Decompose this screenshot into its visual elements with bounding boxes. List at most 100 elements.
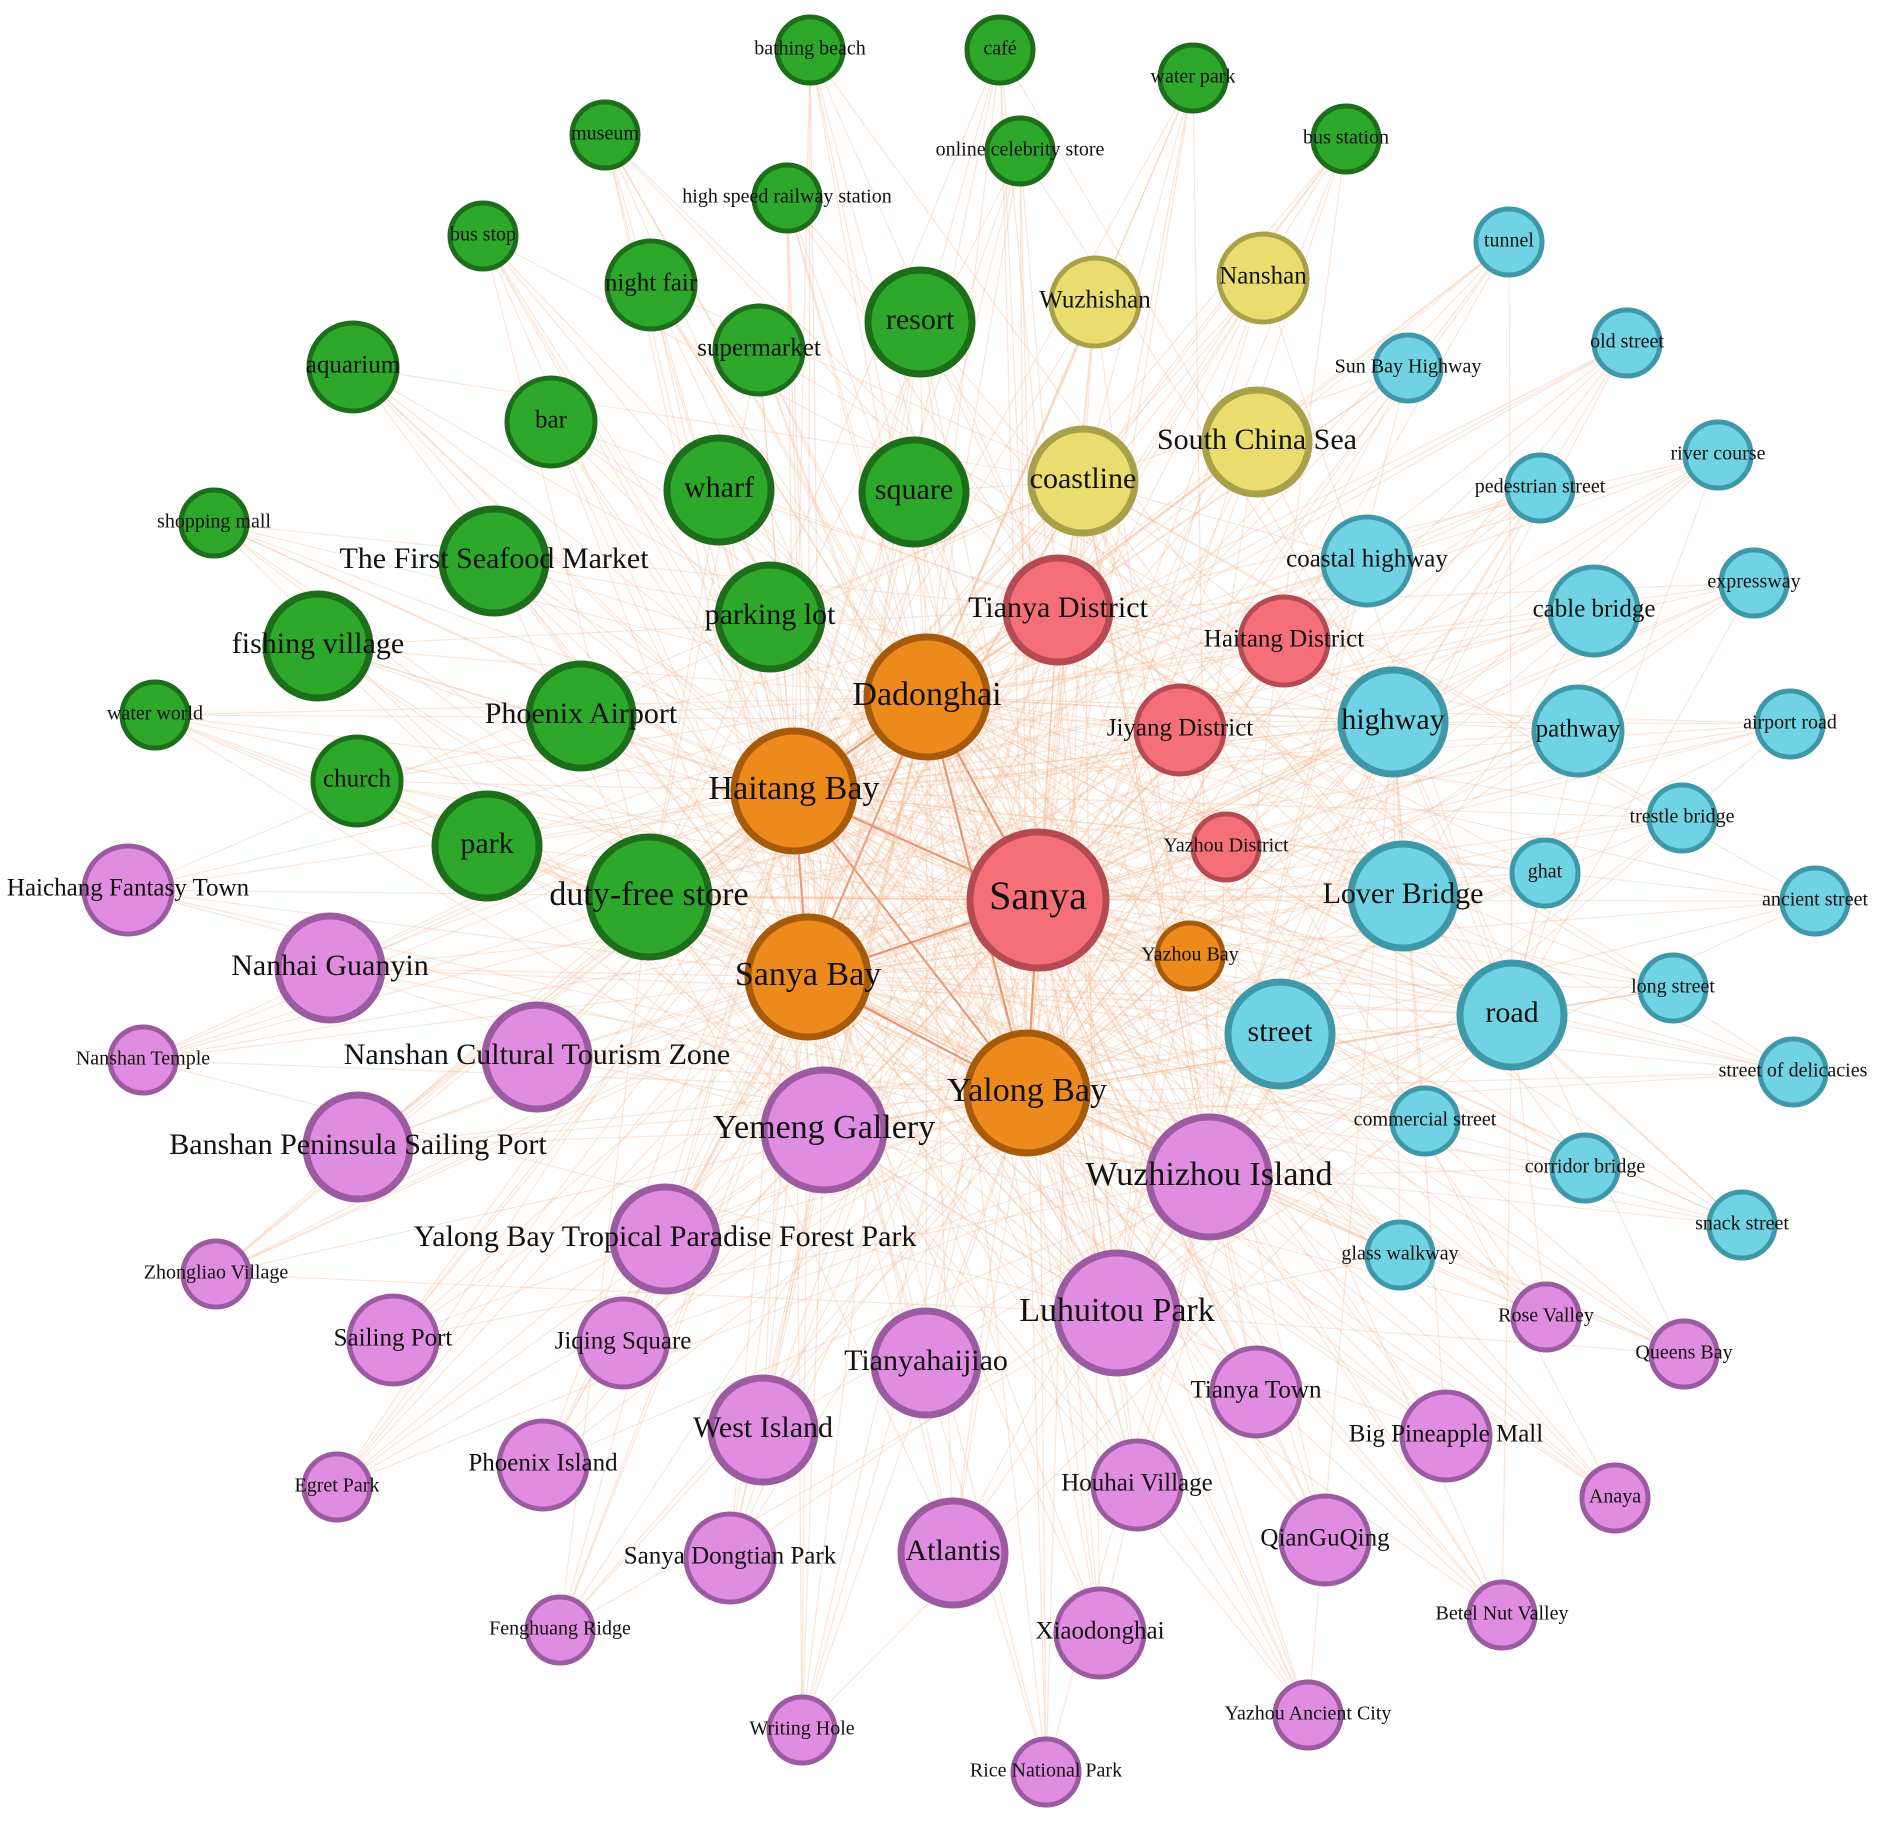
node-circle: [1278, 1493, 1372, 1587]
node-label: coastal highway: [1286, 546, 1448, 573]
edge-river_course-yemeng_gallery: [823, 454, 1719, 1131]
node-anaya: Anaya: [1579, 1462, 1651, 1534]
edge-nanshan_cultural_zone-dadonghai: [536, 696, 928, 1058]
node-label: supermarket: [697, 335, 821, 362]
node-street-of-delicacies: street of delicacies: [1719, 1036, 1868, 1108]
node-online-celebrity-store: online celebrity store: [936, 115, 1105, 187]
node-label: shopping mall: [157, 511, 271, 533]
edge-lover_bridge-yalong_bay: [1026, 895, 1404, 1094]
node-circle: [1027, 425, 1139, 537]
node-nanhai-guanyin: Nanhai Guanyin: [231, 912, 429, 1024]
node-label: Atlantis: [906, 1534, 1001, 1567]
edge-yazhou_district-coastline: [1082, 480, 1227, 848]
edge-cable_bridge-yalong_bay: [1026, 610, 1595, 1094]
edge-online_celebrity_store-duty_free_store: [648, 150, 1021, 898]
edge-houhai_village-duty_free_store: [648, 896, 1138, 1486]
node-circle: [310, 734, 404, 828]
node-label: Yalong Bay: [947, 1072, 1107, 1109]
edge-park-highway: [486, 721, 1394, 847]
edge-bus_stop-duty_free_store: [482, 235, 650, 898]
edge-rose_valley-sanya: [1037, 899, 1547, 1318]
edge-fenghuang_ridge-duty_free_store: [559, 896, 650, 1631]
edge-bus_stop-haitang_bay: [482, 235, 795, 792]
node-parking-lot: parking lot: [705, 561, 836, 673]
edge-anaya-yalong_bay: [1026, 1092, 1616, 1499]
edge-museum-dadonghai: [604, 134, 928, 698]
node-expressway: expressway: [1707, 547, 1801, 619]
node-circle: [1320, 514, 1414, 608]
node-label: Xiaodonghai: [1035, 1618, 1164, 1645]
edge-water_world-duty_free_store: [154, 714, 650, 898]
node-label: Houhai Village: [1061, 1470, 1212, 1497]
node-label: corridor bridge: [1525, 1156, 1646, 1178]
node-egret-park: Egret Park: [295, 1451, 379, 1523]
node-circle: [864, 266, 976, 378]
node-label: Betel Nut Valley: [1436, 1603, 1569, 1625]
edge-water_park-dadonghai: [926, 77, 1194, 698]
edge-river_course-sanya_bay: [807, 454, 1719, 978]
node-coastal-highway: coastal highway: [1286, 514, 1448, 608]
edge-high_speed_railway_station-tianya_district: [786, 197, 1059, 611]
edge-highway-coastline: [1082, 480, 1394, 723]
edge-fenghuang_ridge-sanya_bay: [559, 976, 809, 1631]
edge-south_china_sea-sanya: [1037, 441, 1258, 901]
node-sanya-bay: Sanya Bay: [735, 913, 881, 1041]
edge-south_china_sea-yalong_bay: [1026, 441, 1258, 1094]
node-circle: [431, 790, 543, 902]
node-label: old street: [1590, 331, 1664, 353]
edge-fenghuang_ridge-luhuitou_park: [559, 1312, 1118, 1631]
edge-glass_walkway-sanya: [1037, 899, 1401, 1256]
edge-rice_national_park-yalong_bay: [1026, 1092, 1047, 1773]
node-circle: [1466, 1579, 1538, 1651]
edge-houhai_village-highway: [1136, 721, 1394, 1486]
edge-ancient_street-sanya_bay: [807, 900, 1816, 978]
edge-street-sanya_bay: [807, 976, 1281, 1035]
edge-shopping_mall-road: [213, 522, 1513, 1016]
edge-highway-haitang_bay: [793, 721, 1394, 792]
node-airport-road: airport road: [1743, 688, 1837, 760]
edge-luhuitou_park-sanya_bay: [807, 976, 1118, 1314]
edge-fishing_village-tianya_district: [317, 609, 1059, 647]
node-long-street: long street: [1631, 952, 1715, 1024]
edge-nanshan_temple-sanya_bay: [142, 976, 809, 1061]
edge-highway-yalong_bay: [1026, 721, 1394, 1094]
node-label: cable bridge: [1533, 596, 1656, 623]
edge-fenghuang_ridge-highway: [559, 721, 1394, 1631]
edge-jiyang_district-duty_free_store: [648, 729, 1181, 898]
node-circle: [751, 162, 823, 234]
edge-yazhou_ancient_city-duty_free_store: [648, 896, 1309, 1716]
edge-road-sanya_bay: [807, 976, 1513, 1016]
edge-atlantis-yalong_bay: [952, 1092, 1028, 1554]
edge-church-road: [356, 780, 1513, 1016]
edge-big_pineapple_mall-yalong_bay: [1026, 1092, 1447, 1437]
edge-coastal_highway-dadonghai: [926, 560, 1368, 698]
edge-yazhou_ancient_city-luhuitou_park: [1116, 1312, 1309, 1716]
node-label: wharf: [684, 471, 754, 504]
edge-old_street-sanya_bay: [807, 342, 1628, 978]
node-old-street: old street: [1590, 307, 1664, 379]
node-label: parking lot: [705, 598, 836, 631]
node-label: fishing village: [232, 627, 404, 660]
edge-yalong_forest_park-sanya: [664, 899, 1039, 1240]
edge-xiaodonghai-wuzhizhou_island: [1099, 1176, 1210, 1634]
node-church: church: [310, 734, 404, 828]
edge-sailing_port-wuzhizhou_island: [392, 1176, 1210, 1341]
edge-sailing_port-sanya_bay: [392, 976, 809, 1341]
edge-yemeng_gallery-highway: [823, 721, 1394, 1131]
node-resort: resort: [864, 266, 976, 378]
node-label: duty-free store: [549, 876, 748, 913]
edge-night_fair-sanya: [650, 284, 1039, 901]
edge-phoenix_airport-yalong_bay: [580, 715, 1028, 1094]
node-circle: [1090, 1438, 1184, 1532]
node-supermarket: supermarket: [697, 303, 821, 397]
edge-corridor_bridge-dadonghai: [926, 696, 1586, 1169]
node-label: highway: [1341, 703, 1444, 736]
node-label: expressway: [1707, 571, 1800, 593]
edge-haitang_district-road: [1283, 640, 1513, 1016]
node-label: church: [323, 766, 392, 793]
edge-corridor_bridge-yalong_bay: [1026, 1092, 1586, 1169]
node-big-pineapple-mall: Big Pineapple Mall: [1349, 1389, 1543, 1483]
edge-nanhai_guanyin-haitang_bay: [329, 790, 795, 969]
edge-luhuitou_park-dadonghai: [926, 696, 1118, 1314]
